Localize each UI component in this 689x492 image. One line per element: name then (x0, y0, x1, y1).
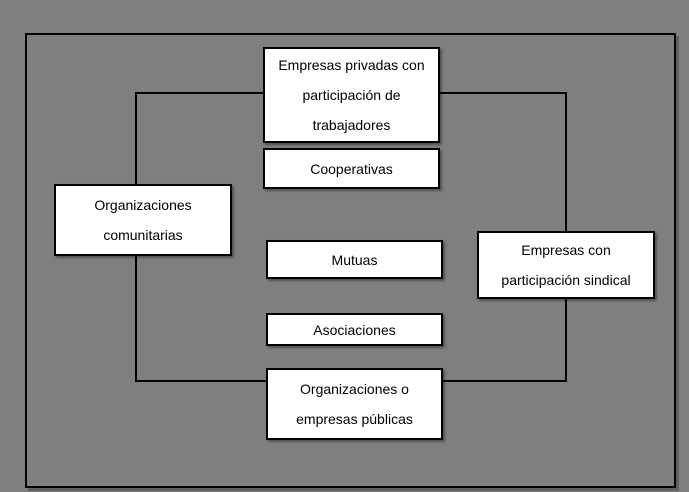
box-mutuas: Mutuas (266, 240, 443, 279)
box-empresas-participacion-sindical: Empresas con participación sindical (477, 231, 655, 299)
box-cooperativas: Cooperativas (263, 148, 440, 189)
box-empresas-privadas-trabajadores: Empresas privadas con participación de t… (263, 47, 440, 143)
box-organizaciones-comunitarias: Organizaciones comunitarias (54, 184, 232, 256)
outer-frame (25, 33, 676, 488)
box-asociaciones: Asociaciones (266, 313, 443, 346)
box-organizaciones-empresas-publicas: Organizaciones o empresas públicas (266, 368, 443, 440)
